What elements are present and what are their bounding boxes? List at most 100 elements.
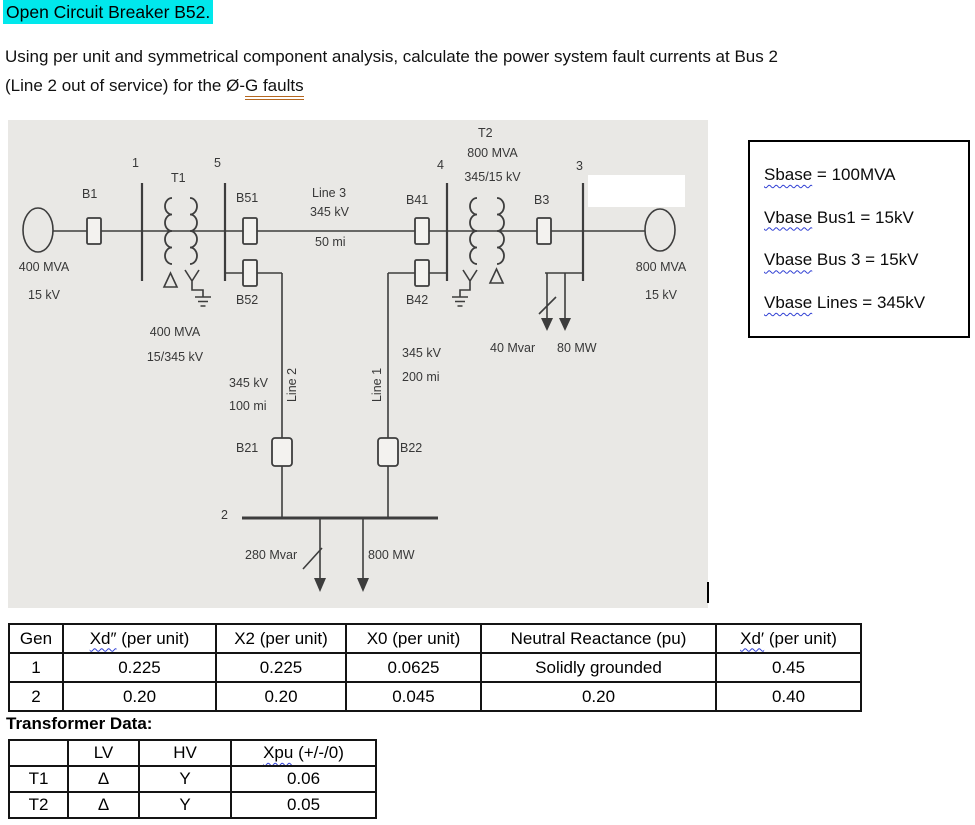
breaker-b22 [377, 437, 399, 467]
vbase-bus3-value: Bus 3 = 15kV [812, 250, 919, 270]
gen-table-row-1: 1 0.225 0.225 0.0625 Solidly grounded 0.… [8, 652, 862, 683]
breaker-b51 [242, 217, 258, 245]
t2-xpu: 0.05 [230, 791, 377, 819]
gen-header-xd1: Xd′ (per unit) [715, 623, 862, 654]
transformer-data-heading: Transformer Data: [6, 714, 153, 733]
gen2-id: 2 [8, 681, 64, 712]
bus2-label: 2 [221, 508, 228, 522]
generator2-circle [644, 208, 676, 252]
gen1-x0: 0.0625 [345, 652, 482, 683]
transformer-t1-winding-right [189, 197, 198, 265]
breaker-b52 [242, 259, 258, 287]
vbase-bus1-line: Vbase Bus1 = 15kV [764, 208, 968, 228]
tf-header-lv: LV [67, 739, 140, 767]
gen1-x2: 0.225 [215, 652, 347, 683]
b21-label: B21 [236, 441, 259, 455]
gen-header-xd2: Xd″ (per unit) [62, 623, 217, 654]
bus3-load-slash [538, 296, 557, 315]
vbase-word-3: Vbase [764, 293, 813, 313]
text-cursor [707, 582, 709, 603]
bus3-load-mvar-label: 40 Mvar [490, 341, 536, 355]
generator1-circle [22, 207, 54, 253]
t1-xpu: 0.06 [230, 765, 377, 793]
whited-out-area [588, 175, 685, 207]
gen1-kv-label: 15 kV [28, 288, 60, 302]
gen-h1-wavy: Xd″ [89, 628, 117, 648]
gen-header-x2: X2 (per unit) [215, 623, 347, 654]
line2-kv-label: 345 kV [229, 376, 268, 390]
b42-label: B42 [406, 293, 429, 307]
tf-h3-wavy: Xpu [263, 743, 294, 762]
gen2-mva-label: 800 MVA [635, 260, 687, 274]
t2-id: T2 [8, 791, 69, 819]
gen-header-x0: X0 (per unit) [345, 623, 482, 654]
bus2-load-mw-arrowhead [357, 578, 369, 592]
bus5-label: 5 [214, 156, 221, 170]
line3-name-label: Line 3 [312, 186, 347, 200]
gen-h3-rest: X0 (per unit) [366, 628, 461, 648]
vbase-bus3-line: Vbase Bus 3 = 15kV [764, 250, 968, 270]
gen1-neutral: Solidly grounded [480, 652, 717, 683]
t1-kv-label: 15/345 kV [146, 350, 204, 364]
tf-table-row-t2: T2 Δ Y 0.05 [8, 791, 377, 819]
breaker-b21 [271, 437, 293, 467]
page-title: Open Circuit Breaker B52. [3, 0, 214, 24]
bus3-load-mw-label: 80 MW [557, 341, 597, 355]
gen-table-header-row: Gen Xd″ (per unit) X2 (per unit) X0 (per… [8, 623, 862, 654]
t1-id: T1 [8, 765, 69, 793]
bus4-label: 4 [437, 158, 444, 172]
title-highlighted-text: Open Circuit Breaker B52. [3, 0, 214, 24]
problem-text-line2-pre: (Line 2 out of service) for the Ø- [5, 76, 245, 95]
bus2-load-mw-label: 800 MW [368, 548, 415, 562]
line2-name-label: Line 2 [285, 367, 299, 403]
t1-label: T1 [171, 171, 186, 185]
bus2-load-mvar-label: 280 Mvar [245, 548, 298, 562]
gen2-kv-label: 15 kV [645, 288, 677, 302]
gen1-xd1: 0.45 [715, 652, 862, 683]
vbase-bus1-value: Bus1 = 15kV [812, 207, 914, 227]
gen-h5-wavy: Xd′ [740, 628, 765, 648]
t2-lv: Δ [67, 791, 140, 819]
line1-kv-label: 345 kV [402, 346, 441, 360]
gen2-x2: 0.20 [215, 681, 347, 712]
bus3-label: 3 [576, 159, 583, 173]
t2-delta-symbol [488, 267, 505, 284]
b1-label: B1 [82, 187, 98, 201]
tf-h2-rest: HV [173, 743, 197, 762]
t2-wye-ground-symbol [452, 269, 478, 307]
bus1-label: 1 [132, 156, 139, 170]
vbase-word-1: Vbase [764, 207, 813, 227]
transformer-t2-winding-left [469, 197, 478, 265]
gen2-x0: 0.045 [345, 681, 482, 712]
b51-label: B51 [236, 191, 259, 205]
one-line-diagram-drawing [22, 175, 685, 592]
tf-header-blank [8, 739, 69, 767]
breaker-b1 [86, 217, 102, 245]
gen-h4-rest: Neutral Reactance (pu) [510, 628, 687, 648]
problem-text-line2: (Line 2 out of service) for the Ø-G faul… [5, 76, 304, 100]
sbase-value: = 100MVA [812, 164, 896, 184]
line1-name-label: Line 1 [370, 367, 384, 403]
tf-table-row-t1: T1 Δ Y 0.06 [8, 765, 377, 793]
sbase-line: Sbase = 100MVA [764, 165, 968, 185]
bus3-load-mw-arrowhead [559, 318, 571, 331]
transformer-t2-winding-right [496, 197, 505, 265]
b52-label: B52 [236, 293, 259, 307]
tf-h3-rest: (+/-/0) [293, 743, 344, 762]
breaker-b42 [414, 259, 430, 287]
gen-h1-rest: (per unit) [116, 628, 190, 648]
tf-header-hv: HV [138, 739, 232, 767]
gen-table-row-2: 2 0.20 0.20 0.045 0.20 0.40 [8, 681, 862, 712]
bus2-load-slash [302, 547, 323, 570]
gen1-mva-label: 400 MVA [18, 260, 70, 274]
problem-text-line1: Using per unit and symmetrical component… [5, 47, 778, 66]
line3-mi-label: 50 mi [315, 235, 346, 249]
tf-header-xpu: Xpu (+/-/0) [230, 739, 377, 767]
t2-mva-label: 800 MVA [467, 146, 518, 160]
t1-wye-ground-symbol [184, 269, 211, 307]
gen2-neutral: 0.20 [480, 681, 717, 712]
tf-table-header-row: LV HV Xpu (+/-/0) [8, 739, 377, 767]
gen-h0-rest: Gen [19, 628, 53, 648]
transformer-t1-winding-left [164, 197, 173, 265]
